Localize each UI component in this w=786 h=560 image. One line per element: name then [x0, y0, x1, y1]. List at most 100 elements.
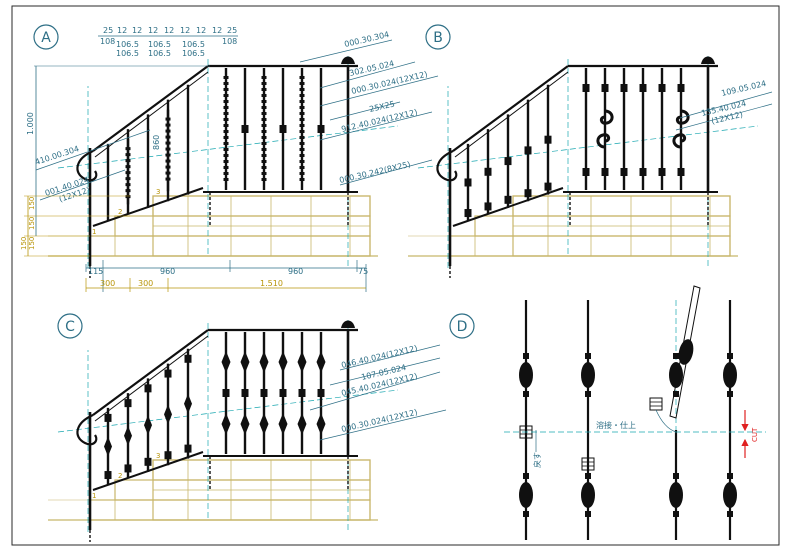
diamond-ornament — [104, 436, 112, 457]
rail-centerline — [57, 389, 399, 433]
stairs-a: 123 — [48, 188, 378, 257]
post-finial — [701, 56, 715, 64]
post-finial — [341, 320, 355, 328]
railing-a — [57, 56, 399, 278]
step-number: 2 — [118, 208, 122, 216]
baluster-collar — [484, 202, 492, 211]
detail-collar — [585, 353, 591, 359]
twist-segment — [223, 94, 229, 97]
detail-ornament — [519, 482, 533, 508]
baluster-collar — [260, 389, 268, 397]
twist-segment — [165, 123, 171, 127]
baluster-collar — [544, 135, 552, 144]
twist-segment — [223, 178, 229, 181]
detail-collar — [585, 511, 591, 517]
twist-segment — [223, 148, 229, 151]
detail-ornament — [723, 482, 737, 508]
rail-centerline — [417, 125, 759, 169]
twist-segment — [125, 177, 131, 181]
return-label: 戻す — [532, 452, 542, 468]
twist-segment — [261, 172, 267, 175]
twist-segment — [165, 135, 171, 139]
svg-text:000.30.024(12X12): 000.30.024(12X12) — [340, 408, 418, 434]
baluster-collar — [620, 84, 628, 92]
baluster-collar — [184, 444, 192, 453]
diamond-ornament — [316, 351, 326, 373]
svg-text:B: B — [433, 30, 443, 46]
twist-segment — [223, 172, 229, 175]
baluster-collar — [279, 125, 287, 133]
baluster-collar — [677, 84, 685, 92]
baluster-collar — [658, 84, 666, 92]
panel-label-b: B — [425, 24, 451, 50]
side-dimensions-a: 150 150 150 150 — [20, 195, 130, 257]
twist-segment — [299, 166, 305, 169]
twist-segment — [223, 154, 229, 157]
baluster-collar — [658, 168, 666, 176]
svg-text:860: 860 — [152, 135, 161, 150]
baluster-collar — [298, 389, 306, 397]
svg-text:150: 150 — [20, 237, 28, 250]
svg-text:960: 960 — [160, 267, 175, 276]
detail-collar — [523, 391, 529, 397]
baluster-collar — [124, 399, 132, 408]
svg-text:150: 150 — [28, 217, 36, 230]
svg-text:108: 108 — [100, 37, 115, 46]
handrail-lower-edge — [454, 71, 569, 158]
callouts-b: 109.05.024 135.40.024 (12X12) — [675, 79, 773, 131]
twist-segment — [299, 130, 305, 133]
handrail-ramp — [92, 65, 209, 152]
twist-segment — [261, 142, 267, 145]
twist-segment — [125, 165, 131, 169]
twist-segment — [223, 136, 229, 139]
baluster-collar — [504, 157, 512, 166]
detail-collar — [585, 391, 591, 397]
detail-ornament — [669, 362, 683, 388]
diamond-ornament — [297, 351, 307, 373]
diamond-ornament — [278, 413, 288, 435]
panel-b: 109.05.024 135.40.024 (12X12) — [408, 56, 773, 278]
svg-text:75: 75 — [358, 267, 368, 276]
twist-segment — [165, 177, 171, 181]
handrail-volute — [76, 413, 98, 446]
twist-segment — [299, 112, 305, 115]
railing-c — [57, 320, 399, 542]
handrail-lower-edge — [94, 335, 209, 422]
twist-segment — [223, 106, 229, 109]
twist-segment — [125, 195, 131, 199]
diamond-ornament — [164, 404, 172, 425]
step-number: 1 — [92, 228, 96, 236]
twist-segment — [299, 160, 305, 163]
stairs-b — [408, 195, 738, 257]
detail-collar — [673, 473, 679, 479]
svg-text:12: 12 — [132, 26, 142, 35]
baluster-collar — [144, 457, 152, 466]
baluster-collar — [639, 84, 647, 92]
svg-text:300: 300 — [100, 279, 115, 288]
twist-segment — [299, 76, 305, 79]
step-3 — [512, 195, 731, 217]
step-3 — [152, 459, 371, 481]
baluster-collar — [104, 413, 112, 422]
svg-text:106.5: 106.5 — [148, 49, 171, 58]
svg-text:25: 25 — [103, 26, 113, 35]
svg-text:960: 960 — [288, 267, 303, 276]
svg-text:D: D — [457, 319, 468, 335]
handrail-ramp — [92, 329, 209, 416]
twist-segment — [299, 172, 305, 175]
panel-label-d: D — [449, 313, 475, 339]
sheet-border — [11, 5, 780, 546]
diamond-ornament — [259, 413, 269, 435]
detail-collar — [727, 391, 733, 397]
twist-segment — [299, 136, 305, 139]
twist-segment — [223, 142, 229, 145]
twist-segment — [261, 148, 267, 151]
baluster-collar — [639, 168, 647, 176]
twist-segment — [165, 165, 171, 169]
step-number: 1 — [92, 492, 96, 500]
diamond-ornament — [259, 351, 269, 373]
twist-segment — [261, 166, 267, 169]
detail-collar — [523, 473, 529, 479]
top-dimensions-a: 25 12 12 12 12 12 12 12 25 108 106.5 106… — [98, 26, 238, 58]
twist-segment — [125, 147, 131, 151]
